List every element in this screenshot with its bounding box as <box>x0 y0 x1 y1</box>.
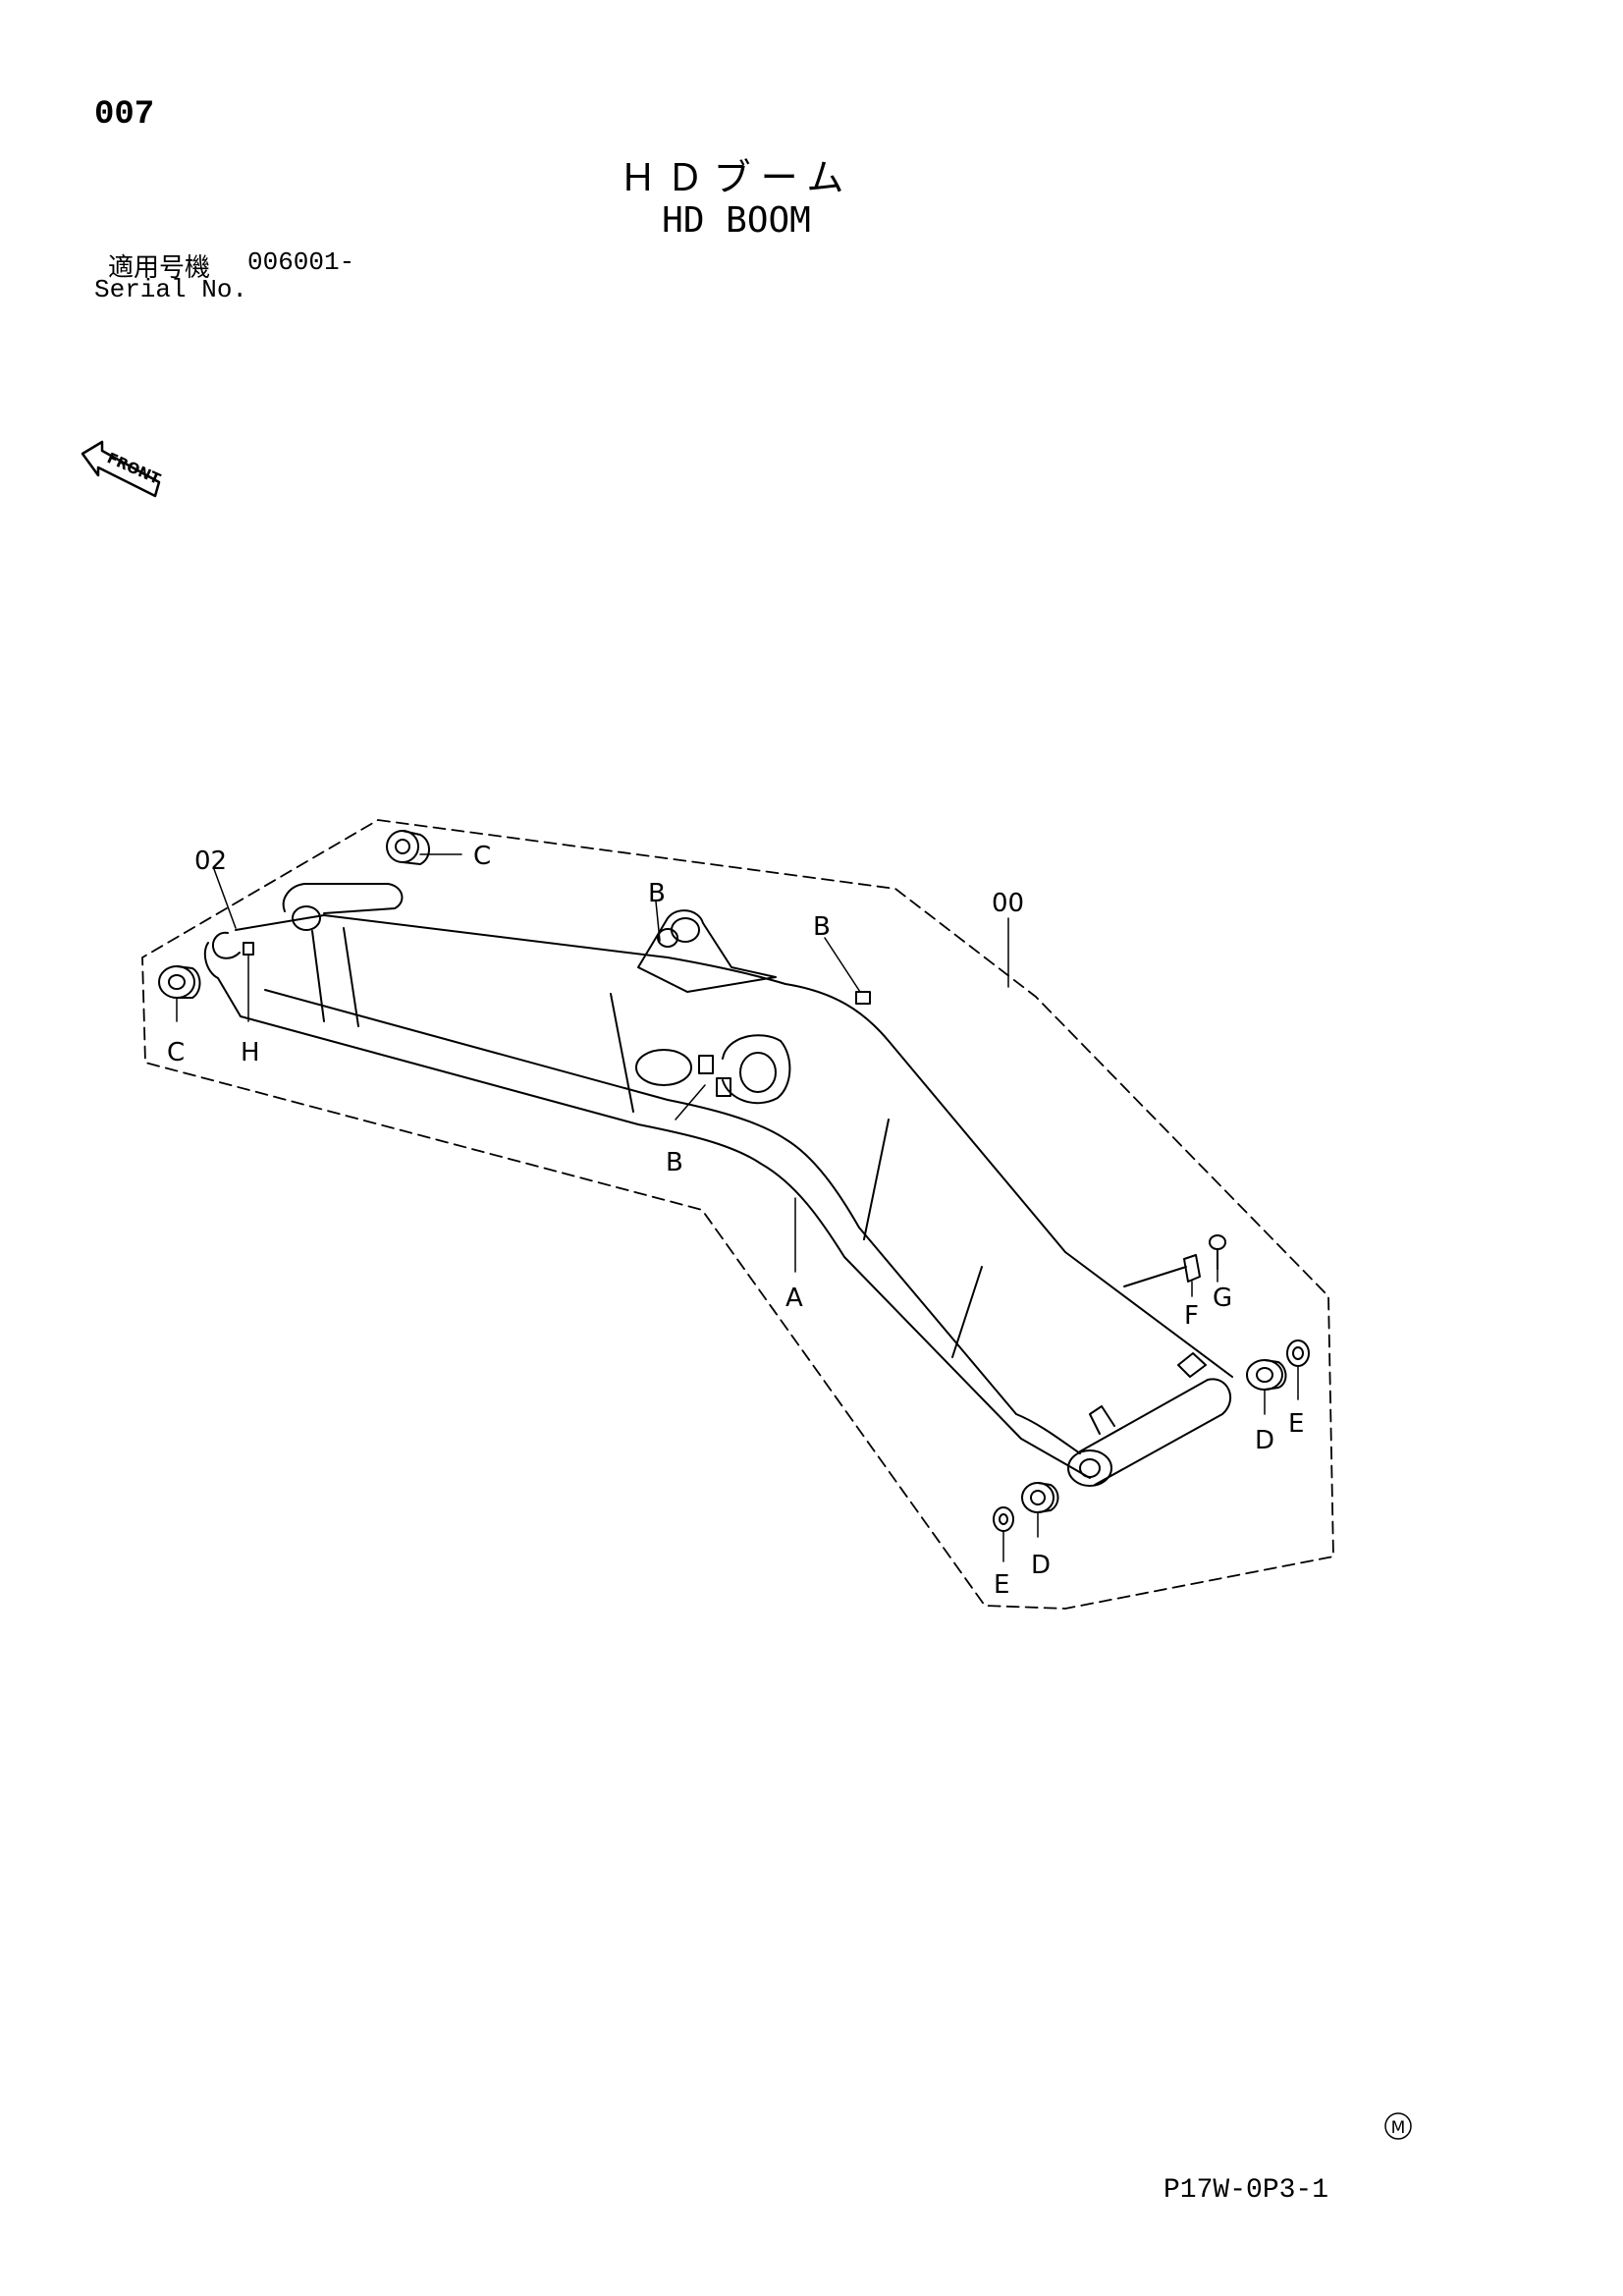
circled-m-mark: M <box>1384 2112 1412 2140</box>
page-title-japanese: ＨＤブーム <box>619 156 854 199</box>
callout-f: F <box>1184 1301 1199 1331</box>
front-pin <box>1067 1352 1232 1487</box>
bushing-c-top <box>386 830 430 865</box>
shim-e-left <box>993 1506 1014 1532</box>
bolt <box>1209 1234 1226 1270</box>
svg-text:M: M <box>1391 2118 1406 2138</box>
callout-00: 00 <box>992 889 1024 918</box>
bushing-d-left <box>1021 1482 1059 1513</box>
callout-b-top: B <box>648 879 666 908</box>
bushing-c-left <box>158 965 201 999</box>
leader-lines <box>176 853 1299 1562</box>
lock-plate <box>1123 1254 1201 1287</box>
grease-fitting <box>243 942 254 956</box>
callout-c-left: C <box>167 1038 185 1067</box>
callout-b-lower: B <box>666 1148 683 1177</box>
callout-g: G <box>1213 1284 1232 1313</box>
page-number: 007 <box>94 96 155 134</box>
callout-d-left: D <box>1031 1551 1051 1580</box>
callout-b-right: B <box>813 912 831 942</box>
boom-structure <box>203 914 1233 1479</box>
side-boss <box>635 1034 791 1105</box>
front-arrow-icon: FRONT <box>81 440 164 498</box>
bushing-d-right <box>1246 1359 1287 1391</box>
serial-label: Serial No. <box>94 275 248 304</box>
drawing-code: P17W-0P3-1 <box>1163 2175 1329 2206</box>
foot-bracket <box>282 883 404 931</box>
callout-d-right: D <box>1255 1426 1274 1455</box>
callout-e-left: E <box>994 1570 1009 1600</box>
small-lug <box>855 991 871 1005</box>
assembly-boundary <box>141 819 1334 1610</box>
serial-number-value: 006001- <box>247 247 355 277</box>
front-arrow-text: FRONT <box>104 449 163 488</box>
cylinder-bracket <box>637 909 777 993</box>
callout-c-top: C <box>473 842 491 871</box>
callout-h: H <box>241 1038 260 1067</box>
shim-e-right <box>1286 1339 1310 1367</box>
callout-e-right: E <box>1288 1409 1304 1439</box>
page-title: HD BOOM <box>662 200 811 241</box>
serial-label-japanese: 適用号機 <box>108 253 211 283</box>
callout-02: 02 <box>194 847 227 876</box>
callout-a: A <box>785 1284 803 1313</box>
